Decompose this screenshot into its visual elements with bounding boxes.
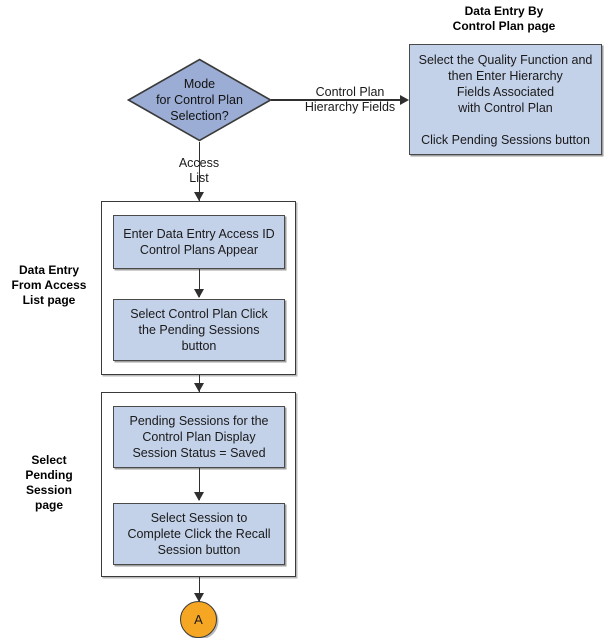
step-select-session-click-recall-session[interactable]: Select Session to Complete Click the Rec… bbox=[113, 503, 285, 565]
edge-decision-to-control-plan-page-line bbox=[271, 99, 403, 101]
decision-mode-for-control-plan-selection[interactable]: Mode for Control Plan Selection? bbox=[127, 58, 272, 142]
data-entry-from-access-list-page-title: Data Entry From Access List page bbox=[11, 263, 87, 307]
edge-step1-to-step2-group2-line bbox=[198, 468, 200, 500]
edge-group2-to-connector-line bbox=[198, 577, 200, 602]
control-plan-page-step-box[interactable]: Select the Quality Function and then Ent… bbox=[409, 44, 602, 155]
edge-group2-to-connector-arrowhead bbox=[194, 593, 204, 602]
edge-decision-to-control-plan-page-arrowhead bbox=[400, 95, 409, 105]
edge-step1-to-step2-group1-arrowhead bbox=[194, 289, 204, 298]
edge-decision-to-access-list-arrowhead bbox=[194, 192, 204, 201]
data-entry-by-control-plan-page-title: Data Entry By Control Plan page bbox=[452, 4, 556, 33]
edge-step1-to-step2-group1-line bbox=[198, 269, 200, 297]
decision-label: Mode for Control Plan Selection? bbox=[156, 77, 243, 123]
select-pending-session-page-title: Select Pending Session page bbox=[25, 453, 73, 512]
diamond-shape-icon bbox=[127, 58, 272, 142]
connector-a[interactable]: A bbox=[180, 601, 217, 638]
edge-group1-to-group2-arrowhead bbox=[194, 383, 204, 392]
edge-label-control-plan-hierarchy-fields: Control Plan Hierarchy Fields bbox=[304, 85, 396, 114]
edge-label-access-list: Access List bbox=[178, 156, 220, 185]
step-pending-sessions-display-session-status[interactable]: Pending Sessions for the Control Plan Di… bbox=[113, 406, 285, 468]
edge-decision-to-access-list-line bbox=[198, 142, 200, 202]
edge-step1-to-step2-group2-arrowhead bbox=[194, 492, 204, 501]
step-enter-data-entry-access-id[interactable]: Enter Data Entry Access ID Control Plans… bbox=[113, 215, 285, 269]
step-select-control-plan-click-pending-sessions[interactable]: Select Control Plan Click the Pending Se… bbox=[113, 299, 285, 361]
